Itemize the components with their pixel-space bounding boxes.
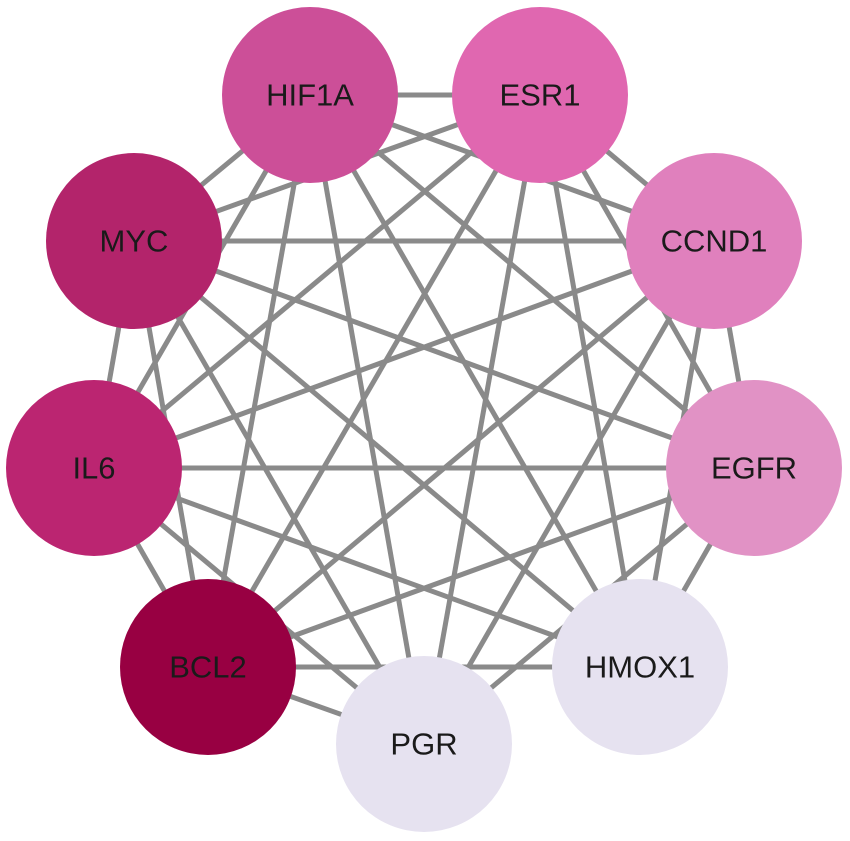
edge-ccnd1-pgr bbox=[421, 239, 717, 746]
node-circle-bcl2 bbox=[120, 579, 296, 755]
node-circle-hmox1 bbox=[552, 579, 728, 755]
node-label-ccnd1: CCND1 bbox=[661, 224, 768, 259]
edge-esr1-bcl2 bbox=[205, 93, 543, 669]
node-circle-esr1 bbox=[452, 7, 628, 183]
node-circle-pgr bbox=[336, 656, 512, 832]
edge-hmox1-myc bbox=[132, 239, 642, 669]
node-circle-il6 bbox=[6, 380, 182, 556]
node-pgr[interactable]: PGR bbox=[336, 656, 512, 832]
node-label-hmox1: HMOX1 bbox=[585, 650, 695, 685]
edge-hif1a-egfr bbox=[308, 93, 756, 470]
node-label-il6: IL6 bbox=[72, 451, 115, 486]
node-il6[interactable]: IL6 bbox=[6, 380, 182, 556]
node-circle-ccnd1 bbox=[626, 153, 802, 329]
node-esr1[interactable]: ESR1 bbox=[452, 7, 628, 183]
edge-esr1-hmox1 bbox=[537, 94, 643, 668]
node-circle-hif1a bbox=[222, 7, 398, 183]
node-label-myc: MYC bbox=[100, 224, 169, 259]
node-circle-egfr bbox=[666, 380, 842, 556]
node-label-egfr: EGFR bbox=[711, 451, 797, 486]
node-ccnd1[interactable]: CCND1 bbox=[626, 153, 802, 329]
node-label-hif1a: HIF1A bbox=[266, 78, 354, 113]
node-hif1a[interactable]: HIF1A bbox=[222, 7, 398, 183]
node-label-bcl2: BCL2 bbox=[169, 650, 247, 685]
edge-hif1a-hmox1 bbox=[307, 93, 643, 669]
edge-ccnd1-il6 bbox=[93, 238, 715, 471]
edge-hif1a-bcl2 bbox=[205, 94, 313, 668]
node-bcl2[interactable]: BCL2 bbox=[120, 579, 296, 755]
node-myc[interactable]: MYC bbox=[46, 153, 222, 329]
edge-hif1a-pgr bbox=[307, 94, 427, 745]
edge-pgr-myc bbox=[131, 239, 427, 746]
edge-esr1-pgr bbox=[421, 94, 543, 745]
edge-ccnd1-bcl2 bbox=[206, 239, 716, 669]
edge-egfr-bcl2 bbox=[207, 465, 755, 670]
edge-esr1-il6 bbox=[92, 93, 542, 470]
node-hmox1[interactable]: HMOX1 bbox=[552, 579, 728, 755]
node-egfr[interactable]: EGFR bbox=[666, 380, 842, 556]
edge-egfr-myc bbox=[133, 238, 755, 471]
node-label-esr1: ESR1 bbox=[500, 78, 581, 113]
node-label-pgr: PGR bbox=[390, 727, 457, 762]
node-circle-myc bbox=[46, 153, 222, 329]
edge-hmox1-il6 bbox=[93, 465, 641, 670]
